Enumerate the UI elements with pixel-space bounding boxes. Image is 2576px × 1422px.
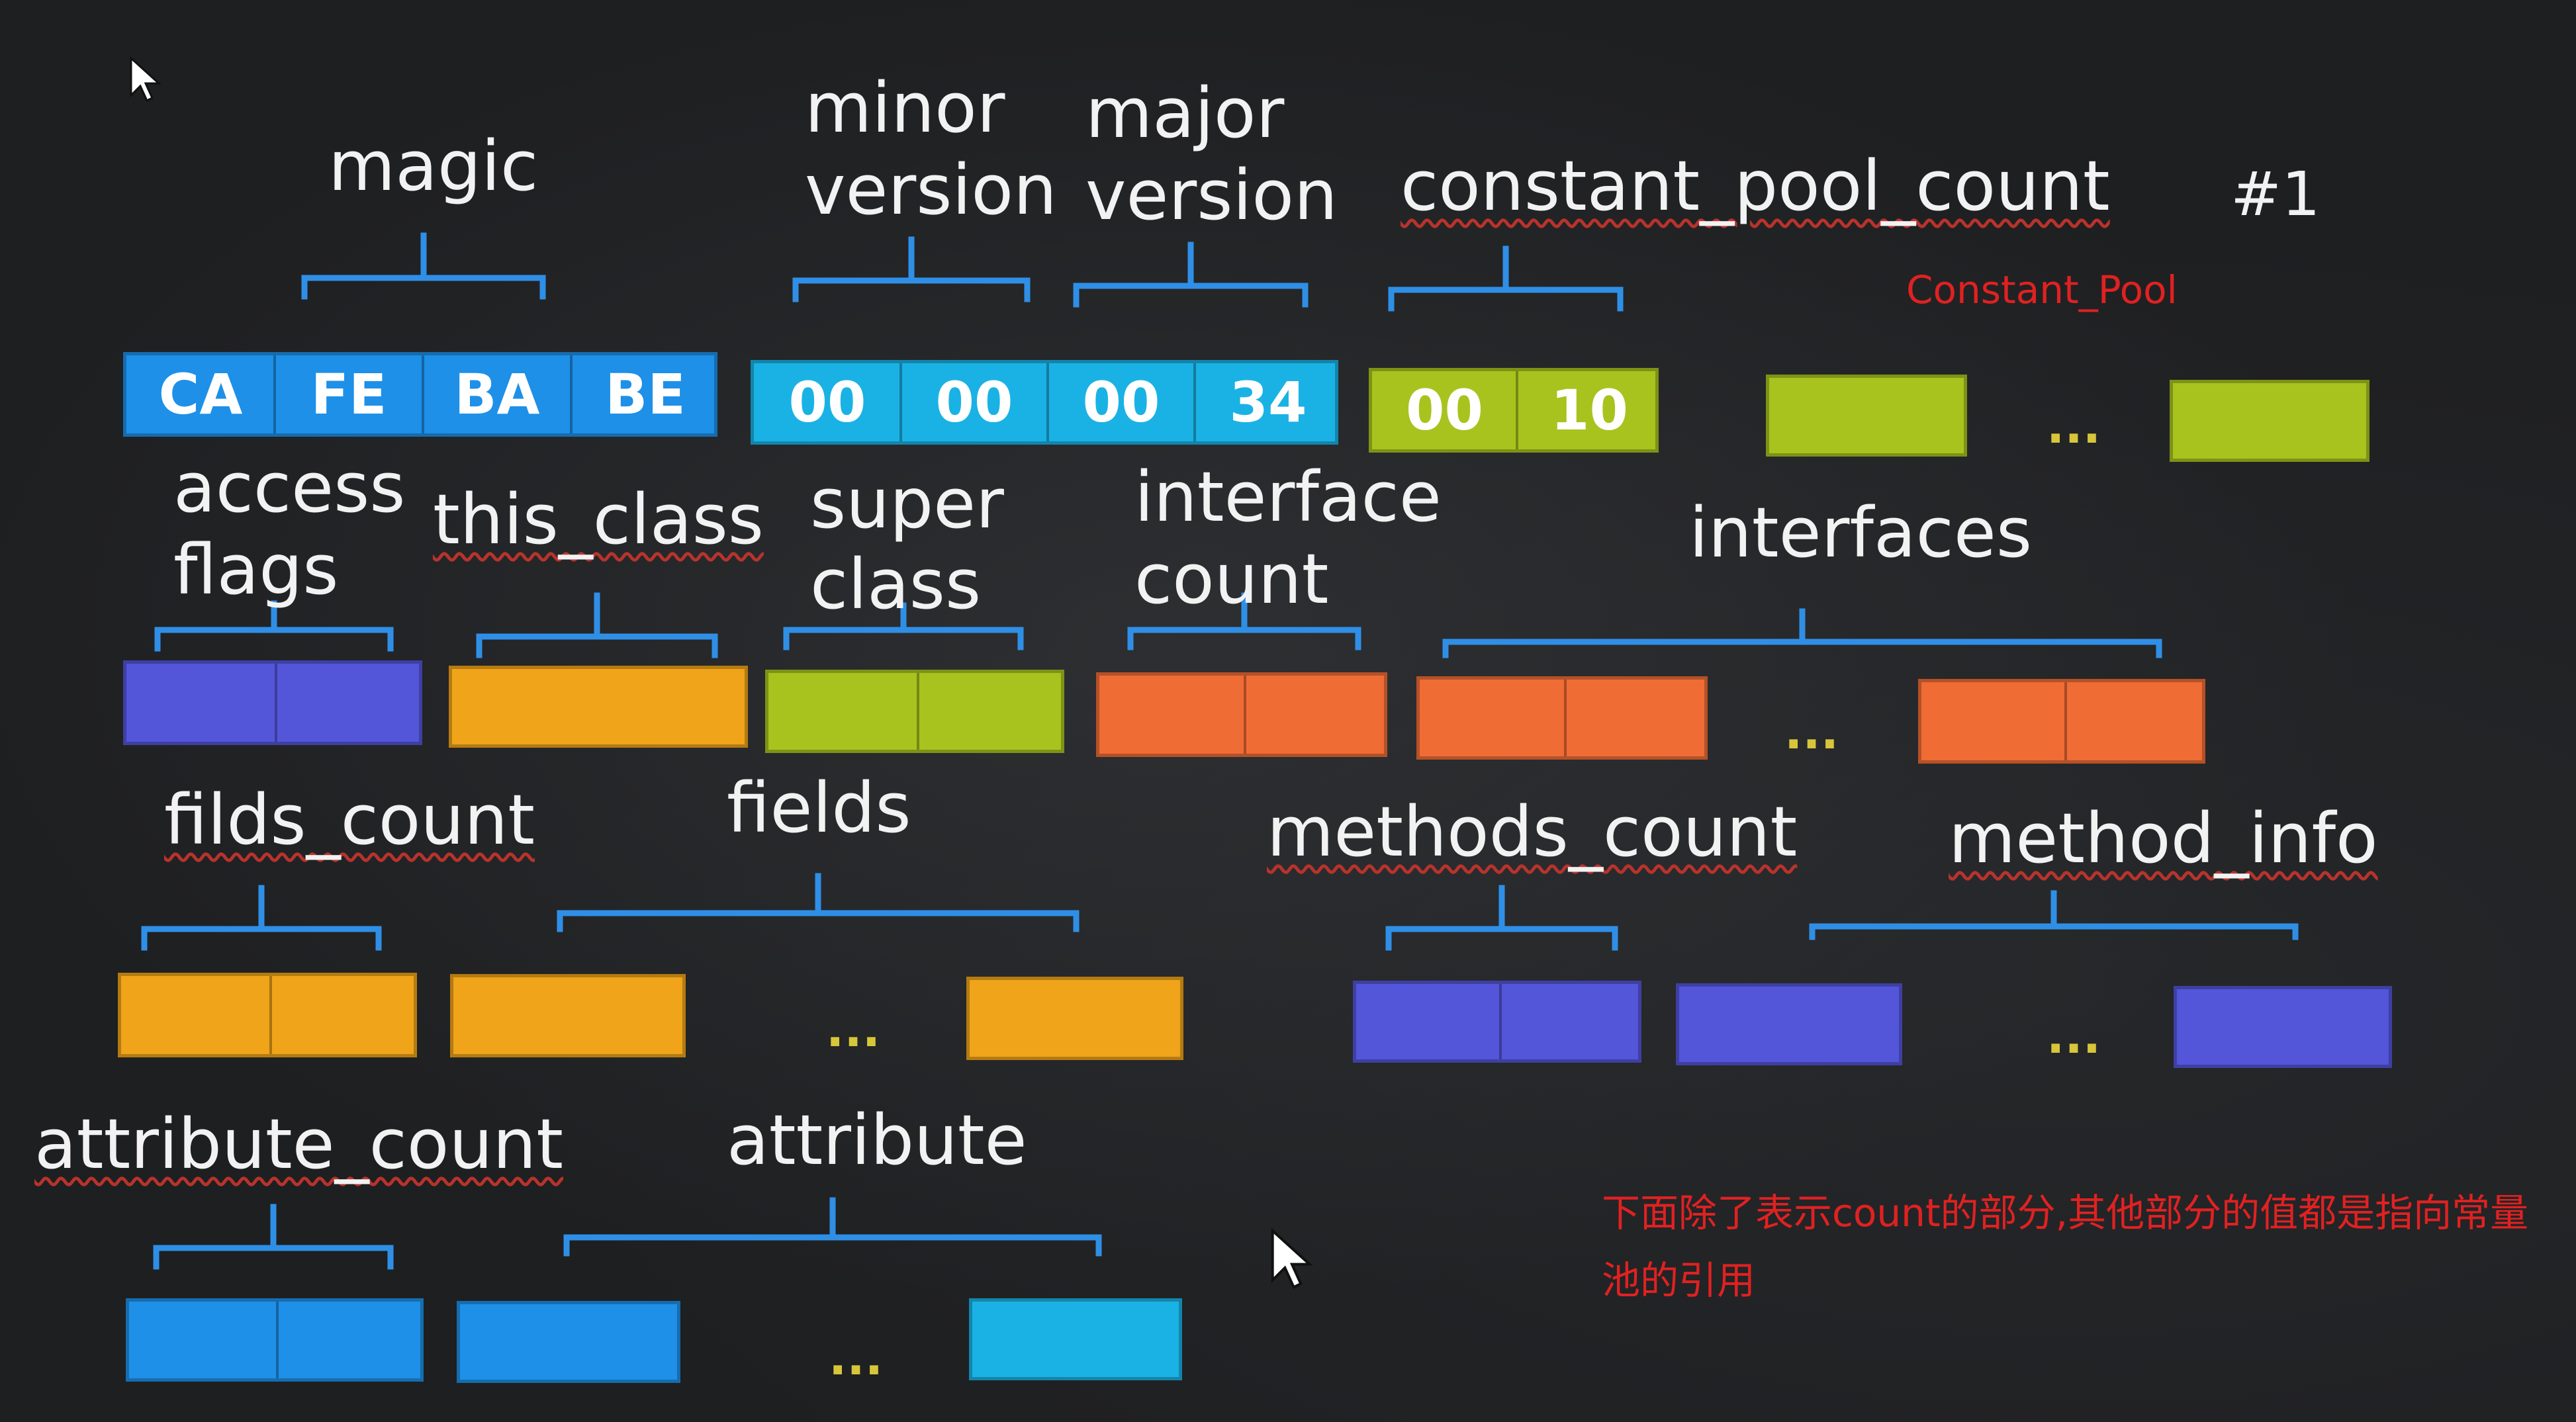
label-methods-count: methods_count [1267, 791, 1798, 872]
box-interface-1 [1416, 676, 1708, 760]
box-this-class [449, 666, 748, 748]
bracket-attribute-count [153, 1204, 394, 1270]
label-major-version-line2: version [1085, 155, 1338, 236]
box-field-1 [450, 974, 686, 1057]
byte-minor-hi: 00 [788, 370, 866, 435]
label-minor-version-line2: version [805, 150, 1057, 230]
label-filds-count: filds_count [164, 779, 535, 860]
label-access-flags-line2: flags [173, 529, 339, 610]
byte-minor-lo: 00 [935, 370, 1013, 435]
label-magic: magic [328, 126, 539, 206]
ellipsis-attributes: ... [829, 1330, 884, 1386]
label-fields: fields [727, 768, 911, 848]
box-methods-count [1353, 981, 1641, 1063]
box-interface-n [1918, 679, 2205, 764]
box-method-n [2174, 986, 2392, 1068]
label-hash-1: #1 [2231, 159, 2321, 230]
box-attribute-n [969, 1298, 1182, 1380]
label-minor-version-line1: minor [805, 67, 1005, 148]
bracket-fields [557, 873, 1080, 932]
bracket-major-version [1073, 242, 1309, 308]
label-constant-pool-count: constant_pool_count [1401, 146, 2110, 226]
bracket-magic [301, 232, 546, 300]
box-magic: CA FE BA BE [123, 352, 717, 437]
label-interface-count-line1: interface [1134, 457, 1442, 537]
byte-ca: CA [158, 362, 243, 427]
box-attribute-1 [457, 1301, 680, 1383]
box-field-n [966, 977, 1183, 1060]
bracket-method-info [1809, 890, 2299, 940]
box-version: 00 00 00 34 [751, 360, 1338, 445]
bracket-access-flags [154, 600, 394, 652]
label-super-class-line1: super [810, 463, 1004, 544]
label-interfaces: interfaces [1689, 492, 2033, 573]
label-method-info: method_info [1949, 798, 2378, 879]
bracket-interfaces [1442, 608, 2162, 658]
note-line-2: 池的引用 [1602, 1258, 1756, 1303]
byte-major-hi: 00 [1082, 370, 1160, 435]
byte-major-lo: 34 [1229, 370, 1307, 435]
bracket-minor-version [792, 236, 1031, 302]
bracket-this-class [476, 592, 718, 658]
label-attribute-count: attribute_count [34, 1104, 564, 1184]
label-interface-count-line2: count [1134, 539, 1329, 619]
box-super-class [765, 670, 1064, 753]
label-this-class: this_class [433, 479, 764, 560]
box-filds-count [118, 973, 417, 1057]
byte-cp-count-lo: 10 [1551, 378, 1628, 443]
bracket-attribute [563, 1197, 1102, 1257]
bracket-interface-count [1127, 592, 1361, 650]
label-attribute: attribute [727, 1100, 1027, 1180]
mouse-cursor-icon [130, 57, 161, 103]
byte-cp-count-hi: 00 [1406, 378, 1483, 443]
note-line-1: 下面除了表示count的部分,其他部分的值都是指向常量 [1602, 1190, 2529, 1235]
bracket-super-class [783, 602, 1024, 650]
byte-fe: FE [310, 362, 387, 427]
note-constant-pool: Constant_Pool [1906, 267, 2178, 312]
byte-ba: BA [454, 362, 540, 427]
box-constant-pool-entry-1 [1766, 375, 1967, 457]
bracket-methods-count [1385, 885, 1618, 951]
box-access-flags [123, 660, 422, 745]
box-interface-count [1096, 672, 1387, 757]
box-method-1 [1676, 983, 1902, 1065]
box-constant-pool-count: 00 10 [1369, 368, 1659, 453]
label-super-class-line2: class [810, 544, 982, 625]
byte-be: BE [605, 362, 686, 427]
label-access-flags-line1: access [173, 447, 406, 528]
label-major-version-line1: major [1085, 73, 1285, 154]
ellipsis-constant-pool: ... [2047, 398, 2101, 454]
ellipsis-fields: ... [826, 1002, 881, 1057]
bracket-constant-pool-count [1388, 245, 1624, 312]
box-attribute-count [126, 1298, 424, 1382]
mouse-cursor-icon-2 [1271, 1228, 1313, 1290]
ellipsis-methods: ... [2047, 1008, 2101, 1064]
box-constant-pool-entry-n [2170, 380, 2369, 462]
ellipsis-interfaces: ... [1784, 704, 1839, 760]
bracket-filds-count [141, 885, 382, 951]
